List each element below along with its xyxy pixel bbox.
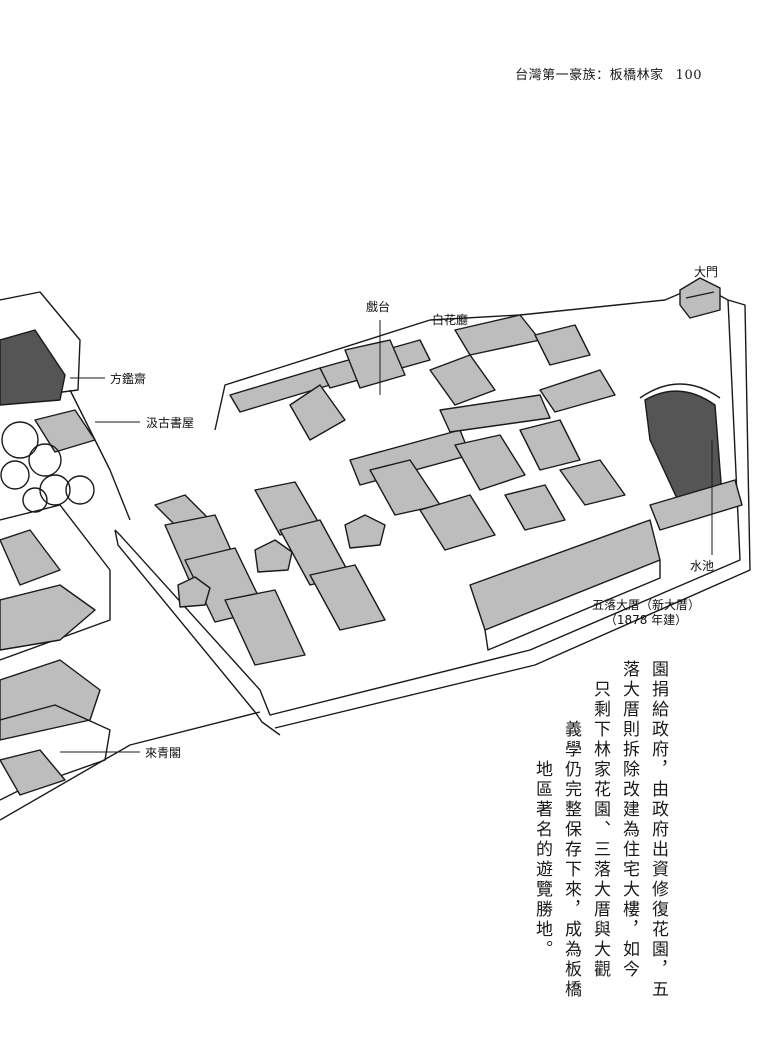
label-wuluo: 五落大厝（新大厝） （1878 年建） — [592, 598, 700, 628]
label-wuluo-name: 五落大厝（新大厝） — [592, 598, 701, 612]
body-column-3: 只剩下林家花園、三落大厝與大觀 — [590, 680, 610, 980]
label-wuluo-year: （1878 年建） — [604, 613, 688, 627]
body-column-2: 落大厝則拆除改建為住宅大樓，如今 — [619, 660, 639, 980]
page-number: 100 — [675, 68, 702, 83]
label-stage: 戲台 — [366, 300, 391, 314]
label-jigu: 汲古書屋 — [146, 416, 195, 430]
body-text: 園捐給政府，由政府出資修復花園，五 落大厝則拆除改建為住宅大樓，如今 只剩下林家… — [527, 660, 672, 1000]
body-column-1: 園捐給政府，由政府出資修復花園，五 — [648, 660, 668, 1000]
label-hall: 白花廳 — [432, 313, 469, 327]
label-pond: 水池 — [690, 559, 715, 573]
label-laiqing: 來青閣 — [145, 746, 182, 760]
running-header: 台灣第一豪族：板橋林家 100 — [515, 64, 702, 83]
body-column-5: 地區著名的遊覽勝地。 — [532, 760, 552, 960]
book-title: 台灣第一豪族：板橋林家 — [515, 68, 664, 83]
body-column-4: 義學仍完整保存下來，成為板橋 — [561, 720, 581, 1000]
label-fang-jian: 方鑑齋 — [110, 372, 147, 386]
label-gate: 大門 — [694, 265, 719, 279]
